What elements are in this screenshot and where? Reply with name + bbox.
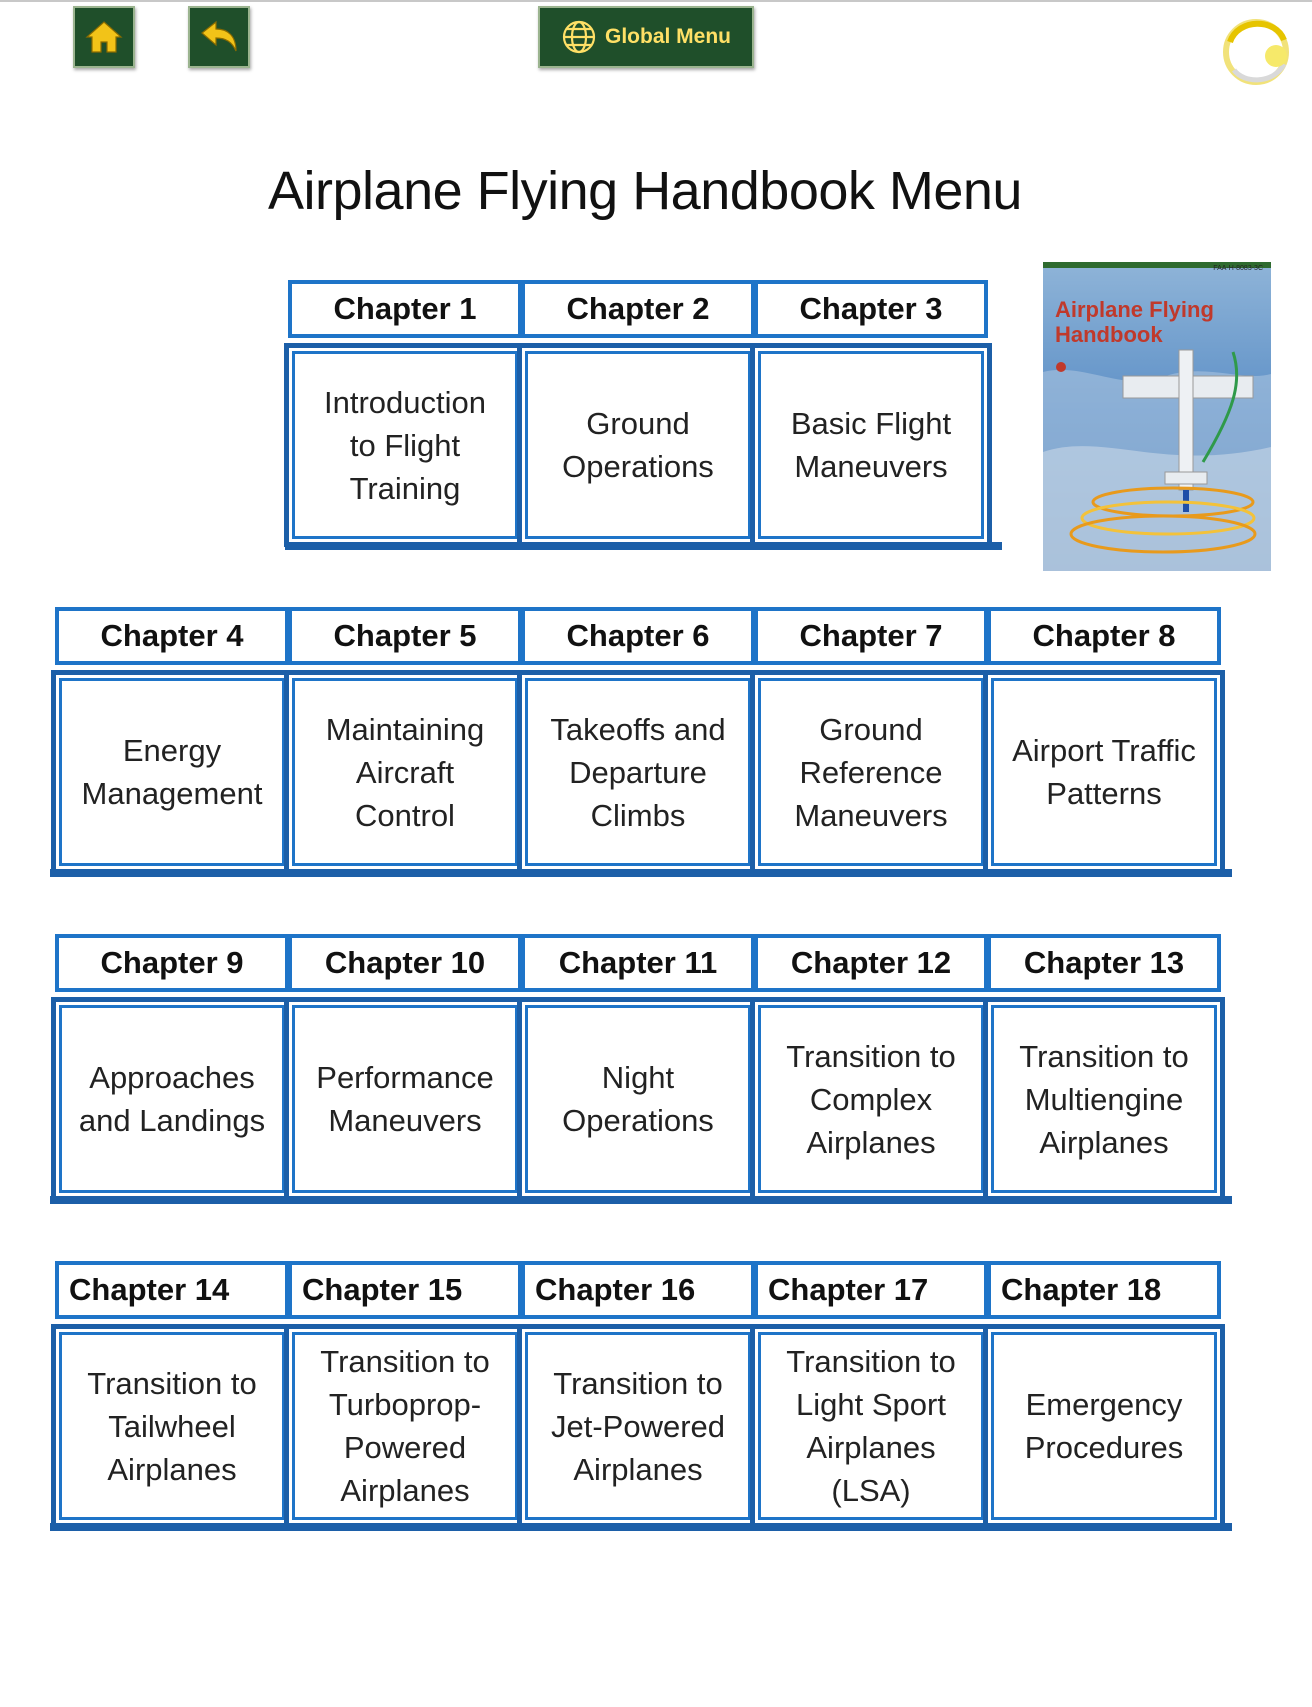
chapter-title-box[interactable]: Basic Flight Maneuvers (750, 343, 992, 547)
chapter-label[interactable]: Chapter 4 (55, 607, 289, 665)
chapter-title: Night Operations (562, 1060, 714, 1138)
chapter-row-2: Chapter 4 Energy Management Chapter 5 Maint… (50, 607, 1232, 877)
chapter-title: Transition to Turboprop- Powered Airplan… (320, 1344, 490, 1508)
home-icon (85, 21, 123, 53)
chapter-label[interactable]: Chapter 3 (754, 280, 988, 338)
cover-doc-code: FAA-H-8083-3C (1213, 265, 1263, 272)
chapter-title-box[interactable]: Ground Reference Maneuvers (750, 670, 992, 874)
globe-icon (562, 20, 596, 54)
chapter-label[interactable]: Chapter 14 (55, 1261, 289, 1319)
chapter-label[interactable]: Chapter 5 (288, 607, 522, 665)
chapter-label[interactable]: Chapter 17 (754, 1261, 988, 1319)
chapter-label[interactable]: Chapter 11 (521, 934, 755, 992)
chapter-title-box[interactable]: Transition to Multiengine Airplanes (983, 997, 1225, 1201)
chapter-label[interactable]: Chapter 15 (288, 1261, 522, 1319)
chapter-title: Transition to Jet-Powered Airplanes (550, 1365, 726, 1487)
back-arrow-icon (201, 20, 237, 52)
chapter-title: Airport Traffic Patterns (1012, 733, 1196, 811)
chapter-title-box[interactable]: Performance Maneuvers (284, 997, 526, 1201)
chapter-title-box[interactable]: Ground Operations (517, 343, 759, 547)
chapter-title-box[interactable]: Transition to Light Sport Airplanes (LSA… (750, 1324, 992, 1528)
chapter-row-4: Chapter 14 Transition to Tailwheel Airpla… (50, 1261, 1232, 1531)
chapter-title-box[interactable]: Transition to Tailwheel Airplanes (51, 1324, 293, 1528)
home-button[interactable] (73, 6, 135, 68)
chapter-label[interactable]: Chapter 6 (521, 607, 755, 665)
chapter-title-box[interactable]: Approaches and Landings (51, 997, 293, 1201)
chapter-title: Performance Maneuvers (316, 1060, 494, 1138)
chapter-title: Transition to Tailwheel Airplanes (87, 1365, 257, 1487)
chapter-title-box[interactable]: Maintaining Aircraft Control (284, 670, 526, 874)
chapter-title-box[interactable]: Night Operations (517, 997, 759, 1201)
chapter-title: Energy Management (81, 733, 263, 811)
page-title: Airplane Flying Handbook Menu (268, 161, 1022, 221)
chapter-title: Introduction to Flight Training (324, 384, 486, 506)
chapter-label[interactable]: Chapter 18 (987, 1261, 1221, 1319)
chapter-label[interactable]: Chapter 10 (288, 934, 522, 992)
chapter-title-box[interactable]: Transition to Complex Airplanes (750, 997, 992, 1201)
chapter-label[interactable]: Chapter 7 (754, 607, 988, 665)
chapter-label[interactable]: Chapter 2 (521, 280, 755, 338)
chapter-label[interactable]: Chapter 8 (987, 607, 1221, 665)
chapter-title: Transition to Light Sport Airplanes (LSA… (786, 1344, 956, 1508)
chapter-title-box[interactable]: Airport Traffic Patterns (983, 670, 1225, 874)
chapter-title: Takeoffs and Departure Climbs (550, 711, 726, 833)
handbook-cover-image[interactable]: FAA-H-8083-3C Airplane Flying Handbook (1043, 262, 1271, 571)
chapter-label[interactable]: Chapter 13 (987, 934, 1221, 992)
chapter-title: Ground Reference Maneuvers (794, 711, 948, 833)
chapter-title-box[interactable]: Emergency Procedures (983, 1324, 1225, 1528)
chapter-title: Transition to Complex Airplanes (786, 1038, 956, 1160)
global-menu-button[interactable]: Global Menu (538, 6, 754, 68)
chapter-title: Approaches and Landings (78, 1060, 266, 1138)
back-button[interactable] (188, 6, 250, 68)
chapter-title-box[interactable]: Transition to Jet-Powered Airplanes (517, 1324, 759, 1528)
chapter-title: Emergency Procedures (1024, 1387, 1184, 1465)
chapter-row-3: Chapter 9 Approaches and Landings Chapter … (50, 934, 1232, 1204)
chapter-title: Transition to Multiengine Airplanes (1019, 1038, 1189, 1160)
chapter-row-1: Chapter 1 Introduction to Flight Training… (55, 280, 1227, 550)
chapter-title-box[interactable]: Takeoffs and Departure Climbs (517, 670, 759, 874)
chapter-title: Maintaining Aircraft Control (325, 711, 485, 833)
chapter-title-box[interactable]: Transition to Turboprop- Powered Airplan… (284, 1324, 526, 1528)
cover-title-line2: Handbook (1055, 322, 1163, 347)
chapter-title: Ground Operations (562, 406, 714, 484)
top-rule (0, 0, 1312, 2)
chapter-label[interactable]: Chapter 12 (754, 934, 988, 992)
chapter-label[interactable]: Chapter 9 (55, 934, 289, 992)
vsl-logo (1223, 19, 1289, 85)
chapter-title-box[interactable]: Energy Management (51, 670, 293, 874)
cover-title-line1: Airplane Flying (1055, 297, 1214, 322)
chapter-label[interactable]: Chapter 16 (521, 1261, 755, 1319)
chapter-title: Basic Flight Maneuvers (790, 406, 952, 484)
chapter-title-box[interactable]: Introduction to Flight Training (284, 343, 526, 547)
chapter-label[interactable]: Chapter 1 (288, 280, 522, 338)
global-menu-label: Global Menu (605, 25, 731, 48)
